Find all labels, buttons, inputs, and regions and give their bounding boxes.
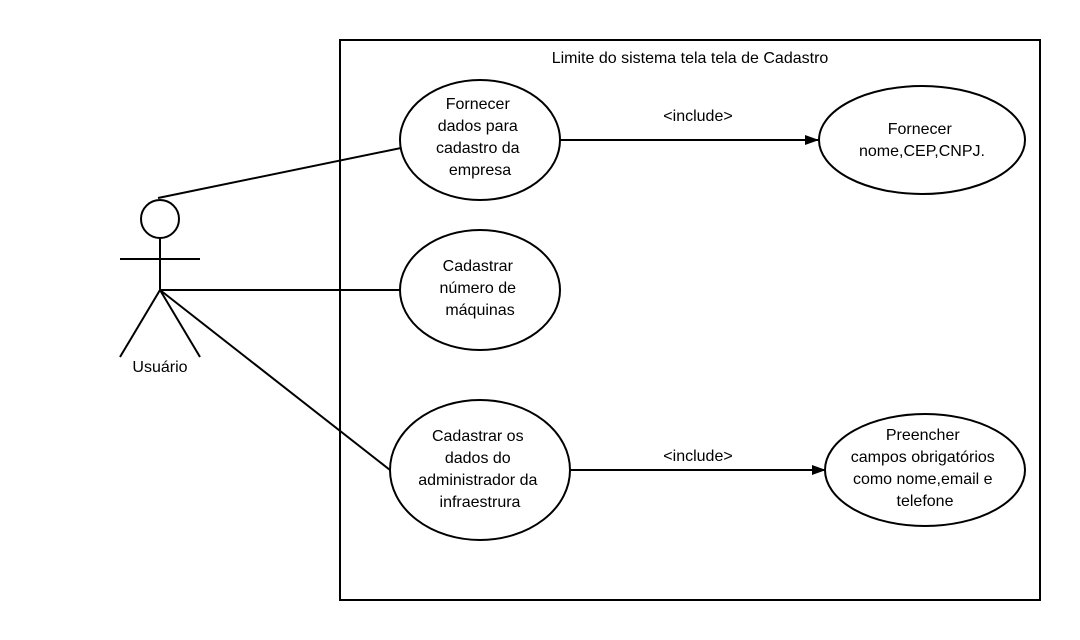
include-label: <include> xyxy=(663,108,732,125)
system-title: Limite do sistema tela tela de Cadastro xyxy=(552,50,829,67)
stick-figure-icon xyxy=(119,199,201,358)
association-line-uc3 xyxy=(159,289,391,471)
use-case-cadastrar-maquinas[interactable]: Cadastrar número de máquinas xyxy=(399,229,561,351)
use-case-preencher-campos[interactable]: Preencher campos obrigatórios como nome,… xyxy=(824,413,1026,527)
use-case-fornecer-nome-cep-cnpj[interactable]: Fornecer nome,CEP,CNPJ. xyxy=(818,85,1026,195)
use-case-label: Cadastrar número de máquinas xyxy=(440,258,521,319)
use-case-cadastrar-administrador[interactable]: Cadastrar os dados do administrador da i… xyxy=(389,399,571,541)
association-line-uc1 xyxy=(157,147,402,199)
actor-usuario[interactable]: Usuário xyxy=(119,199,201,376)
use-case-label: Preencher campos obrigatórios como nome,… xyxy=(851,427,1000,510)
actor-name: Usuário xyxy=(132,359,187,376)
use-case-fornecer-dados-empresa[interactable]: Fornecer dados para cadastro da empresa xyxy=(399,79,561,201)
include-label: <include> xyxy=(663,448,732,465)
use-case-label: Fornecer nome,CEP,CNPJ. xyxy=(859,121,985,160)
use-case-label: Fornecer dados para cadastro da empresa xyxy=(436,96,524,179)
use-case-label: Cadastrar os dados do administrador da i… xyxy=(418,428,542,511)
include-relation-uc3-uc5: <include> xyxy=(570,448,826,475)
include-relation-uc1-uc4: <include> xyxy=(560,108,819,145)
